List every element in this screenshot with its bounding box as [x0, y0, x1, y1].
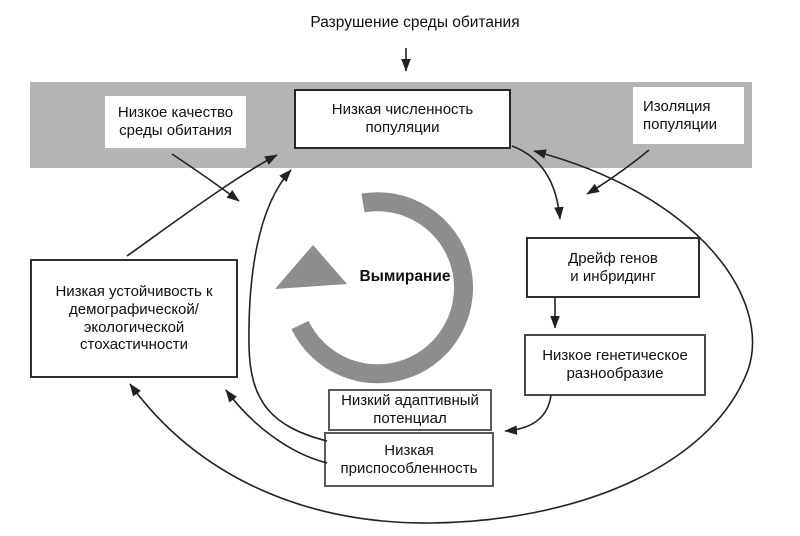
node-low-population-size: Низкая численность популяции — [294, 89, 511, 149]
node-low-stochasticity-resistance: Низкая устойчивость к демографической/ э… — [30, 259, 238, 378]
node-low-fitness-label: Низкая приспособленность — [340, 441, 478, 477]
arrow-fitness-to-stochasticity — [225, 389, 328, 464]
node-low-population-size-label: Низкая численность популяции — [331, 101, 474, 136]
node-population-isolation: Изоляция популяции — [633, 87, 744, 144]
node-population-isolation-label: Изоляция популяции — [643, 97, 717, 133]
node-low-stochasticity-resistance-label: Низкая устойчивость к демографической/ э… — [55, 283, 213, 354]
node-genetic-drift-inbreeding-label: Дрейф генов и инбридинг — [568, 249, 658, 285]
node-low-habitat-quality-label: Низкое качество среды обитания — [117, 104, 234, 139]
diagram-title: Разрушение среды обитания — [310, 14, 520, 31]
arrow-diversity-to-adaptive — [504, 394, 552, 435]
node-genetic-drift-inbreeding: Дрейф генов и инбридинг — [526, 237, 700, 298]
vortex-label-extinction: Вымирание — [359, 268, 451, 285]
node-low-adaptive-potential: Низкий адаптивный потенциал — [328, 389, 492, 431]
node-low-genetic-diversity-label: Низкое генетическое разнообразие — [542, 347, 688, 382]
node-low-adaptive-potential-label: Низкий адаптивный потенциал — [341, 392, 479, 427]
arrow-stochasticity-to-population — [126, 154, 278, 257]
arrow-fitness-to-population — [248, 169, 328, 442]
node-low-fitness: Низкая приспособленность — [324, 432, 494, 487]
node-low-genetic-diversity: Низкое генетическое разнообразие — [524, 334, 706, 396]
node-low-habitat-quality: Низкое качество среды обитания — [105, 96, 246, 148]
